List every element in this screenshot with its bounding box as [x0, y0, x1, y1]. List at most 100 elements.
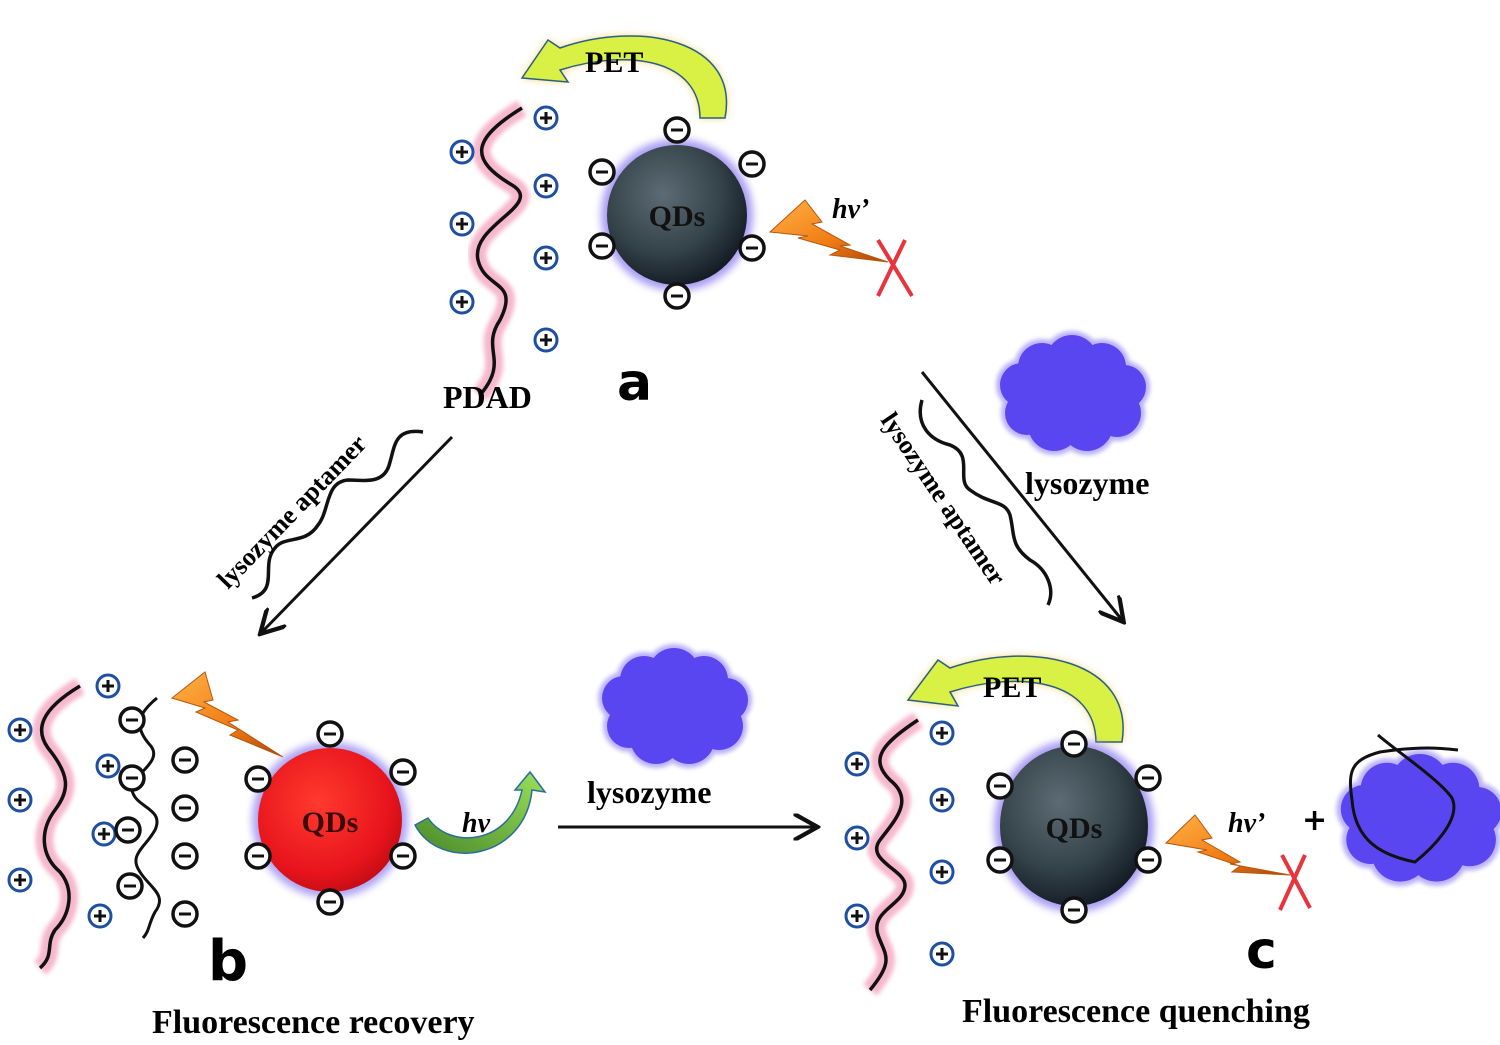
state-label-a: a [617, 353, 652, 413]
negative-charge-icon [114, 816, 142, 844]
negative-charge-icon [1060, 896, 1088, 924]
positive-charge-icon [929, 720, 955, 746]
negative-charge-icon [986, 846, 1014, 874]
pet-arrow-a [520, 35, 728, 119]
aptamer-label-a-to-c: lysozyme aptamer [875, 407, 1012, 590]
pdad-polymer-b [32, 678, 85, 975]
pdad-polymer-a [468, 100, 530, 401]
positive-charges-a [449, 105, 559, 353]
qd-label-a: QDs [649, 200, 706, 233]
emission-label-a: hv’ [832, 194, 869, 225]
pet-arrow-c [906, 655, 1124, 743]
negative-charge-icon [588, 232, 616, 260]
negative-charge-icon [1134, 846, 1162, 874]
positive-charge-icon [929, 859, 955, 885]
positive-charge-icon [533, 105, 559, 131]
aptamer-label-a-to-b: lysozyme aptamer [211, 429, 372, 594]
caption-b: Fluorescence recovery [152, 1004, 475, 1041]
negative-charge-icon [986, 772, 1014, 800]
lightning-bolt-icon-c [1164, 814, 1291, 876]
positive-charge-icon [533, 245, 559, 271]
positive-charge-icon [87, 903, 113, 929]
negative-charge-icon [244, 765, 272, 793]
state-b: QDs hv b Fluorescence recovery [7, 671, 547, 1041]
transition-a-to-c: lysozyme aptamer lysozyme [875, 331, 1150, 620]
negative-charge-icon [118, 764, 146, 792]
negative-charge-icon [389, 842, 417, 870]
positive-charge-icon [7, 717, 33, 743]
pdad-polymer-c [862, 712, 923, 996]
negative-charge-icon [663, 116, 691, 144]
positive-charge-icon [844, 903, 870, 929]
negative-charges-a [588, 116, 766, 310]
positive-charge-icon [929, 787, 955, 813]
pet-label-a: PET [585, 46, 643, 79]
positive-charge-icon [95, 673, 121, 699]
quantum-dot-b: QDs [252, 742, 408, 898]
negative-charge-icon [389, 758, 417, 786]
emission-label-b: hv [462, 808, 491, 839]
negative-charge-icon [316, 720, 344, 748]
negative-charge-icon [171, 746, 199, 774]
qd-label-c: QDs [1046, 812, 1103, 845]
qd-label-b: QDs [302, 806, 359, 839]
emission-arrow-icon-b [413, 770, 547, 854]
positive-charge-icon [95, 753, 121, 779]
state-a: PET PDAD QDs hv’ a [443, 35, 914, 415]
negative-charges-b [244, 720, 417, 916]
negative-charge-icon [171, 900, 199, 928]
aptamer-strand-a-to-c [918, 399, 1053, 606]
lysozyme-label-a-to-c: lysozyme [1025, 465, 1149, 501]
transition-b-to-c: lysozyme [558, 644, 815, 827]
state-label-c: c [1246, 921, 1277, 981]
lysozyme-protein-icon-3 [1336, 749, 1500, 886]
positive-charges-c [844, 720, 955, 967]
arrow-a-to-c [920, 371, 1122, 620]
arrow-a-to-b [262, 435, 454, 632]
pet-label-c: PET [983, 671, 1041, 704]
positive-charge-icon [533, 327, 559, 353]
quantum-dot-a: QDs [601, 139, 753, 291]
negative-charge-icon [1134, 764, 1162, 792]
quantum-dot-c: QDs [994, 740, 1154, 912]
state-c: PET QDs hv’ + c Fluorescence quenching [844, 655, 1500, 1030]
positive-charge-icon [449, 139, 475, 165]
positive-charge-icon [929, 941, 955, 967]
negative-charge-icon [738, 150, 766, 178]
lysozyme-aptamer-complex [1336, 733, 1500, 886]
negative-charge-icon [118, 706, 146, 734]
negative-charge-icon [244, 842, 272, 870]
positive-charge-icon [844, 751, 870, 777]
negative-charge-icon [663, 282, 691, 310]
cross-icon-a [876, 238, 914, 298]
negative-charge-icon [116, 872, 144, 900]
emission-label-c: hv’ [1228, 808, 1265, 839]
cross-icon-c [1278, 854, 1312, 911]
negative-charge-icon [738, 234, 766, 262]
positive-charge-icon [7, 867, 33, 893]
state-label-b: b [208, 929, 248, 994]
lightning-bolt-icon-b [170, 671, 284, 758]
negative-charges-b-aptamer [114, 706, 199, 928]
lightning-bolt-icon-a [768, 199, 889, 263]
positive-charge-icon [449, 211, 475, 237]
negative-charge-icon [171, 794, 199, 822]
lysozyme-protein-icon-1 [996, 331, 1150, 455]
negative-charge-icon [316, 888, 344, 916]
pdad-label: PDAD [443, 379, 532, 415]
bound-aptamer-b [130, 696, 162, 939]
negative-charge-icon [1060, 730, 1088, 758]
wrapped-aptamer [1348, 733, 1459, 864]
transition-a-to-b: lysozyme aptamer [211, 429, 454, 632]
negative-charge-icon [171, 842, 199, 870]
positive-charge-icon [844, 825, 870, 851]
positive-charge-icon [533, 173, 559, 199]
lysozyme-label-b-to-c: lysozyme [587, 774, 711, 810]
negative-charge-icon [588, 158, 616, 186]
aptamer-strand-a-to-b [251, 429, 424, 600]
lysozyme-protein-icon-2 [598, 644, 752, 768]
positive-charge-icon [449, 289, 475, 315]
negative-charges-c [986, 730, 1162, 924]
caption-c: Fluorescence quenching [962, 993, 1310, 1030]
